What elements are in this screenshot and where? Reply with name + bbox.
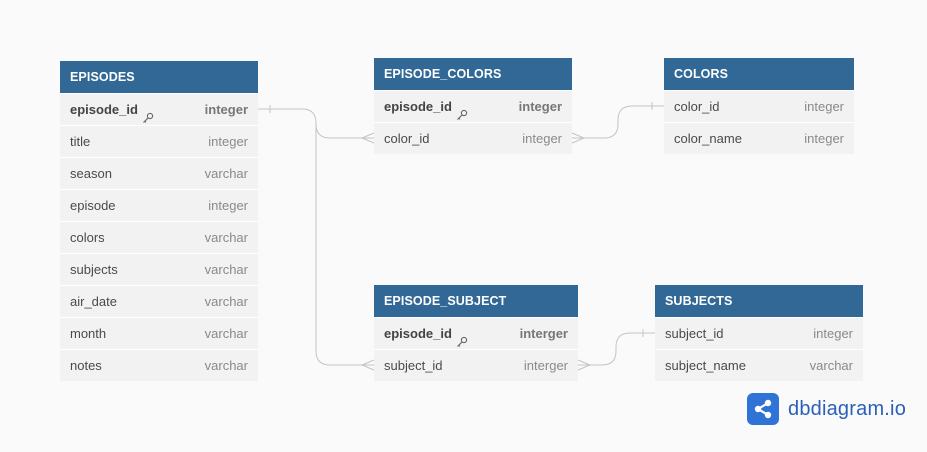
field-name: color_name	[674, 130, 742, 146]
field-name: color_id	[674, 98, 720, 114]
many-marker	[577, 359, 592, 371]
dbdiagram-logo[interactable]: dbdiagram.io	[747, 393, 906, 425]
field-type: interger	[519, 325, 568, 341]
field-name: subject_name	[665, 357, 746, 373]
field-row[interactable]: episode_id integer	[60, 93, 258, 125]
many-marker	[360, 132, 375, 144]
field-row[interactable]: color_id integer	[374, 122, 572, 154]
field-row[interactable]: air_date varchar	[60, 285, 258, 317]
logo-text: dbdiagram.io	[788, 397, 907, 420]
relationship-line	[258, 108, 374, 139]
table-subjects[interactable]: SUBJECTS subject_id integer subject_name var…	[655, 285, 863, 381]
many-marker	[360, 359, 375, 371]
field-row[interactable]: title integer	[60, 125, 258, 157]
field-row[interactable]: subject_name varchar	[655, 349, 863, 381]
field-row[interactable]: season varchar	[60, 157, 258, 189]
key-icon	[456, 101, 468, 120]
table-header[interactable]: COLORS	[664, 58, 854, 90]
field-type: integer	[522, 130, 562, 146]
field-name: episode_id	[384, 98, 452, 114]
field-type: integer	[208, 197, 248, 213]
field-name: title	[70, 133, 91, 149]
field-type: integer	[208, 133, 248, 149]
field-type: integer	[204, 101, 248, 117]
field-name: episode_id	[384, 325, 452, 341]
share-nodes-icon	[747, 393, 779, 425]
field-type: integer	[813, 325, 853, 341]
field-name: episode	[70, 197, 116, 213]
many-marker	[571, 132, 586, 144]
table-header[interactable]: EPISODE_SUBJECT	[374, 285, 578, 317]
field-name: season	[70, 165, 112, 181]
field-type: varchar	[204, 325, 248, 341]
field-name: air_date	[70, 293, 117, 309]
field-type: varchar	[204, 165, 248, 181]
field-name: episode_id	[70, 101, 138, 117]
field-row[interactable]: episode_id interger	[374, 317, 578, 349]
field-name: notes	[70, 357, 102, 373]
field-row[interactable]: notes varchar	[60, 349, 258, 381]
key-icon	[456, 328, 468, 347]
field-name: month	[70, 325, 107, 341]
field-row[interactable]: subjects varchar	[60, 253, 258, 285]
key-icon	[142, 104, 154, 123]
field-type: varchar	[204, 357, 248, 373]
field-name: subjects	[70, 261, 118, 277]
field-type: varchar	[204, 293, 248, 309]
field-name: color_id	[384, 130, 430, 146]
relationship-line	[578, 332, 655, 366]
field-name: subject_id	[384, 357, 443, 373]
field-type: varchar	[204, 261, 248, 277]
field-row[interactable]: subject_id integer	[655, 317, 863, 349]
field-row[interactable]: color_name integer	[664, 122, 854, 154]
table-header[interactable]: EPISODE_COLORS	[374, 58, 572, 90]
field-row[interactable]: month varchar	[60, 317, 258, 349]
field-row[interactable]: episode_id integer	[374, 90, 572, 122]
field-row[interactable]: colors varchar	[60, 221, 258, 253]
field-row[interactable]: episode integer	[60, 189, 258, 221]
field-row[interactable]: color_id integer	[664, 90, 854, 122]
field-type: interger	[523, 357, 568, 373]
field-type: integer	[518, 98, 562, 114]
field-name: colors	[70, 229, 105, 245]
field-type: varchar	[809, 357, 853, 373]
field-type: integer	[804, 98, 844, 114]
field-row[interactable]: subject_id interger	[374, 349, 578, 381]
field-name: subject_id	[665, 325, 724, 341]
table-header[interactable]: EPISODES	[60, 61, 258, 93]
field-type: varchar	[204, 229, 248, 245]
relationship-line	[572, 105, 664, 139]
table-header[interactable]: SUBJECTS	[655, 285, 863, 317]
field-type: integer	[804, 130, 844, 146]
relationship-line	[315, 124, 374, 366]
